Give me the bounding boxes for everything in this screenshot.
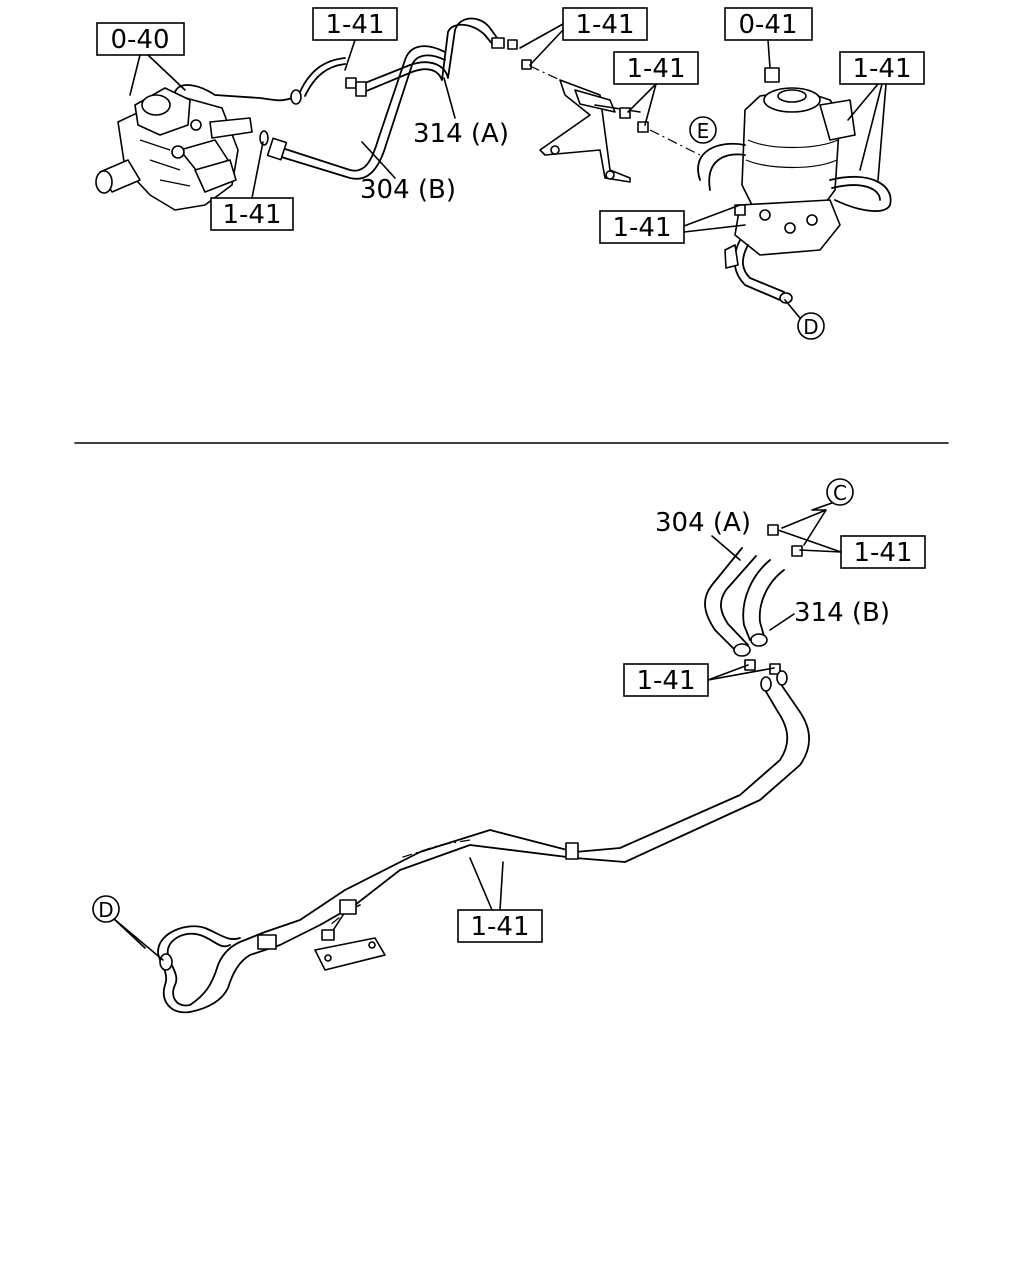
callout-1-41-bottom-c: 1-41 [457, 857, 543, 943]
connector-d-bottom: D [92, 895, 164, 961]
hose-304a-bottom [704, 547, 757, 657]
connector-c-bottom: C [781, 478, 854, 546]
callout-0-40: 0-40 [96, 22, 186, 96]
callout-1-41-top-d: 1-41 [839, 51, 925, 181]
label-304a-bottom: 304 (A) [655, 508, 751, 561]
label-314b-bottom: 314 (B) [769, 598, 890, 631]
pipe-304b [259, 45, 446, 180]
mounting-bracket-top [539, 79, 641, 183]
callout-1-41-bottom-b: 1-41 [623, 663, 775, 697]
callout-0-41: 0-41 [724, 7, 813, 69]
mounting-bracket-bottom [314, 899, 386, 971]
svg-text:C: C [833, 481, 847, 505]
svg-text:304 (A): 304 (A) [655, 508, 751, 538]
connector-e-top: E [689, 116, 717, 144]
main-fuel-lines [189, 670, 810, 1013]
connector-d-top: D [784, 299, 825, 340]
svg-text:314 (A): 314 (A) [413, 119, 509, 149]
fuel-line-end-loop [157, 925, 277, 1014]
pipe-314a [355, 17, 505, 97]
fitting-e-2 [637, 121, 649, 133]
svg-text:304 (B): 304 (B) [360, 175, 456, 205]
label-314a-top: 314 (A) [413, 77, 509, 149]
fitting-e-1 [619, 107, 631, 119]
svg-text:1-41: 1-41 [325, 10, 384, 40]
callout-1-41-top-b: 1-41 [519, 7, 648, 66]
callout-1-41-top-e: 1-41 [210, 141, 294, 231]
svg-text:0-41: 0-41 [738, 10, 797, 40]
callout-1-41-top-c: 1-41 [613, 51, 699, 126]
svg-text:1-41: 1-41 [626, 54, 685, 84]
callout-1-41-top-a: 1-41 [312, 7, 398, 71]
svg-text:0-40: 0-40 [110, 25, 169, 55]
hose-314b-bottom [742, 559, 785, 647]
svg-text:1-41: 1-41 [636, 666, 695, 696]
svg-text:D: D [803, 315, 818, 339]
fuel-injection-pump [95, 87, 253, 211]
fuel-filter-assembly [697, 67, 892, 304]
svg-text:1-41: 1-41 [612, 213, 671, 243]
svg-text:314 (B): 314 (B) [794, 598, 890, 628]
svg-text:1-41: 1-41 [853, 538, 912, 568]
fitting-c-1 [767, 524, 779, 536]
fitting-set-top-middle [507, 39, 561, 81]
svg-text:E: E [697, 119, 710, 143]
fitting-hose-end-1 [744, 659, 756, 671]
svg-text:D: D [98, 898, 113, 922]
callout-1-41-bottom-a: 1-41 [777, 529, 926, 569]
callout-1-41-top-f: 1-41 [599, 204, 746, 244]
fitting-c-2 [791, 545, 803, 557]
svg-text:1-41: 1-41 [222, 200, 281, 230]
svg-text:1-41: 1-41 [575, 10, 634, 40]
label-304b-top: 304 (B) [360, 141, 456, 205]
svg-text:1-41: 1-41 [852, 54, 911, 84]
short-hose-top [299, 57, 346, 93]
pump-return-hose [174, 84, 293, 102]
svg-text:1-41: 1-41 [470, 912, 529, 942]
